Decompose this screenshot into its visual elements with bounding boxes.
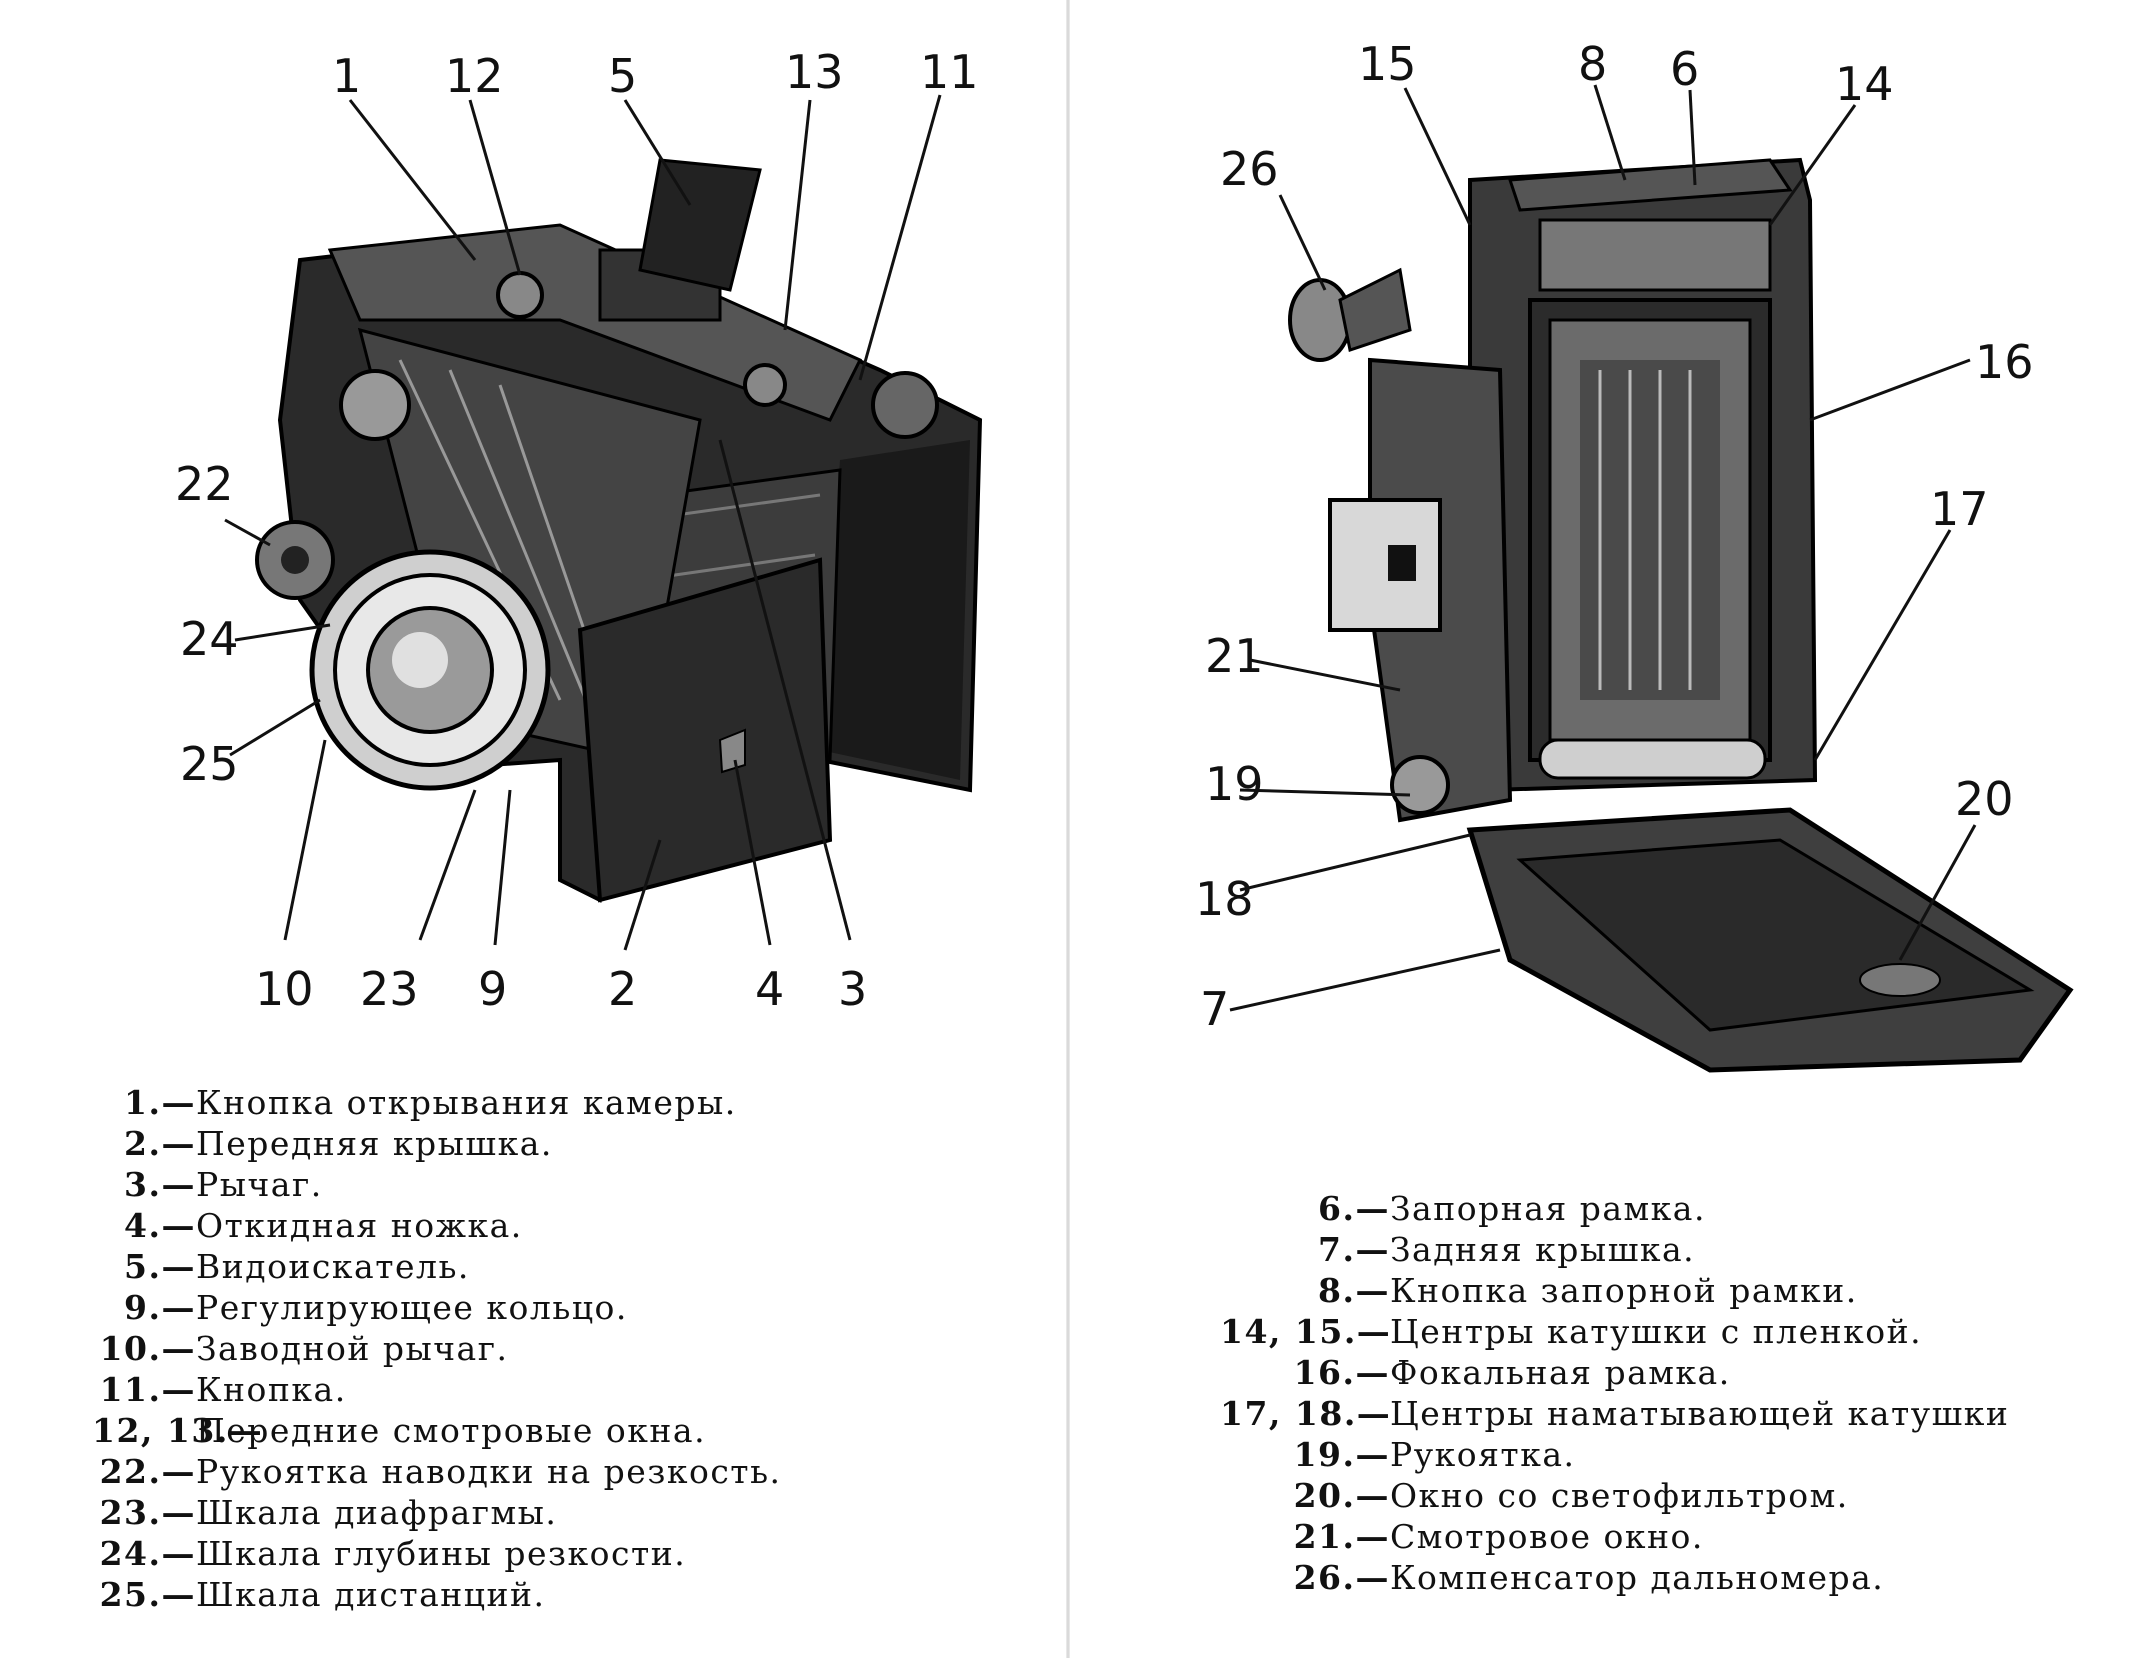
callout-17: 17	[1930, 482, 1989, 536]
legend-item: 25.—Шкала дистанций.	[99, 1575, 546, 1614]
legend-item: 11.—Кнопка.	[99, 1370, 347, 1409]
callout-22: 22	[175, 457, 234, 511]
callout-20: 20	[1955, 772, 2014, 826]
callout-11: 11	[920, 45, 979, 99]
legend-item: 8.—Кнопка запорной рамки.	[1318, 1271, 1858, 1310]
legend-item: 20.—Окно со светофильтром.	[1293, 1476, 1849, 1515]
legend-item: 2.—Передняя крышка.	[124, 1124, 553, 1163]
callout-leaders	[224, 94, 942, 951]
camera-back-illustration: 15 8 6 14 26 16 17 21 19 20 18 7	[1195, 37, 2074, 1073]
legend-item: 3.—Рычаг.	[124, 1165, 323, 1204]
legend-item: 12, 13.—Передние смотровые окна.	[92, 1411, 707, 1450]
camera-front-illustration: 1 12 5 13 11 22 24 25 10 23 9 2 4 3	[175, 45, 983, 1016]
camera-body-drawing	[255, 158, 983, 903]
callout-numbers: 15 8 6 14 26 16 17 21 19 20 18 7	[1195, 37, 2034, 1036]
legend-item: 17, 18.—Центры наматывающей катушки	[1220, 1394, 2010, 1433]
callout-10: 10	[255, 962, 314, 1016]
legend-item: 4.—Откидная ножка.	[124, 1206, 523, 1245]
legend-item: 23.—Шкала диафрагмы.	[99, 1493, 558, 1532]
legend-item: 22.—Рукоятка наводки на резкость.	[99, 1452, 782, 1491]
callout-23: 23	[360, 962, 419, 1016]
legend-item: 14, 15.—Центры катушки с пленкой.	[1220, 1312, 1923, 1351]
callout-4: 4	[755, 962, 784, 1016]
legend-item: 5.—Видоискатель.	[124, 1247, 470, 1286]
legend-item: 21.—Смотровое окно.	[1293, 1517, 1704, 1556]
callout-7: 7	[1200, 982, 1229, 1036]
legend-item: 10.—Заводной рычаг.	[99, 1329, 509, 1368]
legend-item: 26.—Компенсатор дальномера.	[1293, 1558, 1885, 1597]
callout-9: 9	[478, 962, 507, 1016]
callout-14: 14	[1835, 57, 1894, 111]
callout-1: 1	[332, 49, 361, 103]
callout-26: 26	[1220, 142, 1279, 196]
left-page: 1 12 5 13 11 22 24 25 10 23 9 2 4 3 1.—К…	[0, 0, 1066, 1658]
legend-item: 1.—Кнопка открывания камеры.	[124, 1083, 737, 1122]
right-legend: 6.—Запорная рамка. 7.—Задняя крышка. 8.—…	[1220, 1188, 2009, 1598]
right-page: 15 8 6 14 26 16 17 21 19 20 18 7 6.—Запо…	[1070, 0, 2133, 1658]
callout-2: 2	[608, 962, 637, 1016]
callout-19: 19	[1205, 757, 1264, 811]
left-legend: 1.—Кнопка открывания камеры. 2.—Передняя…	[92, 1082, 782, 1615]
callout-numbers: 1 12 5 13 11 22 24 25 10 23 9 2 4 3	[175, 45, 979, 1016]
callout-leaders	[1229, 84, 1977, 1012]
callout-16: 16	[1975, 335, 2034, 389]
callout-24: 24	[180, 612, 239, 666]
callout-6: 6	[1670, 42, 1699, 96]
callout-5: 5	[608, 49, 637, 103]
callout-13: 13	[785, 45, 844, 99]
legend-item: 24.—Шкала глубины резкости.	[99, 1534, 687, 1573]
callout-25: 25	[180, 737, 239, 791]
callout-21: 21	[1205, 629, 1264, 683]
callout-15: 15	[1358, 37, 1417, 91]
legend-item: 6.—Запорная рамка.	[1318, 1189, 1706, 1228]
legend-item: 9.—Регулирующее кольцо.	[124, 1288, 628, 1327]
camera-back-drawing	[1288, 157, 2074, 1073]
legend-item: 16.—Фокальная рамка.	[1293, 1353, 1731, 1392]
callout-8: 8	[1578, 37, 1607, 91]
legend-item: 7.—Задняя крышка.	[1318, 1230, 1696, 1269]
callout-18: 18	[1195, 872, 1254, 926]
callout-12: 12	[445, 49, 504, 103]
page-gutter	[1066, 0, 1070, 1658]
callout-3: 3	[838, 962, 867, 1016]
legend-item: 19.—Рукоятка.	[1293, 1435, 1576, 1474]
